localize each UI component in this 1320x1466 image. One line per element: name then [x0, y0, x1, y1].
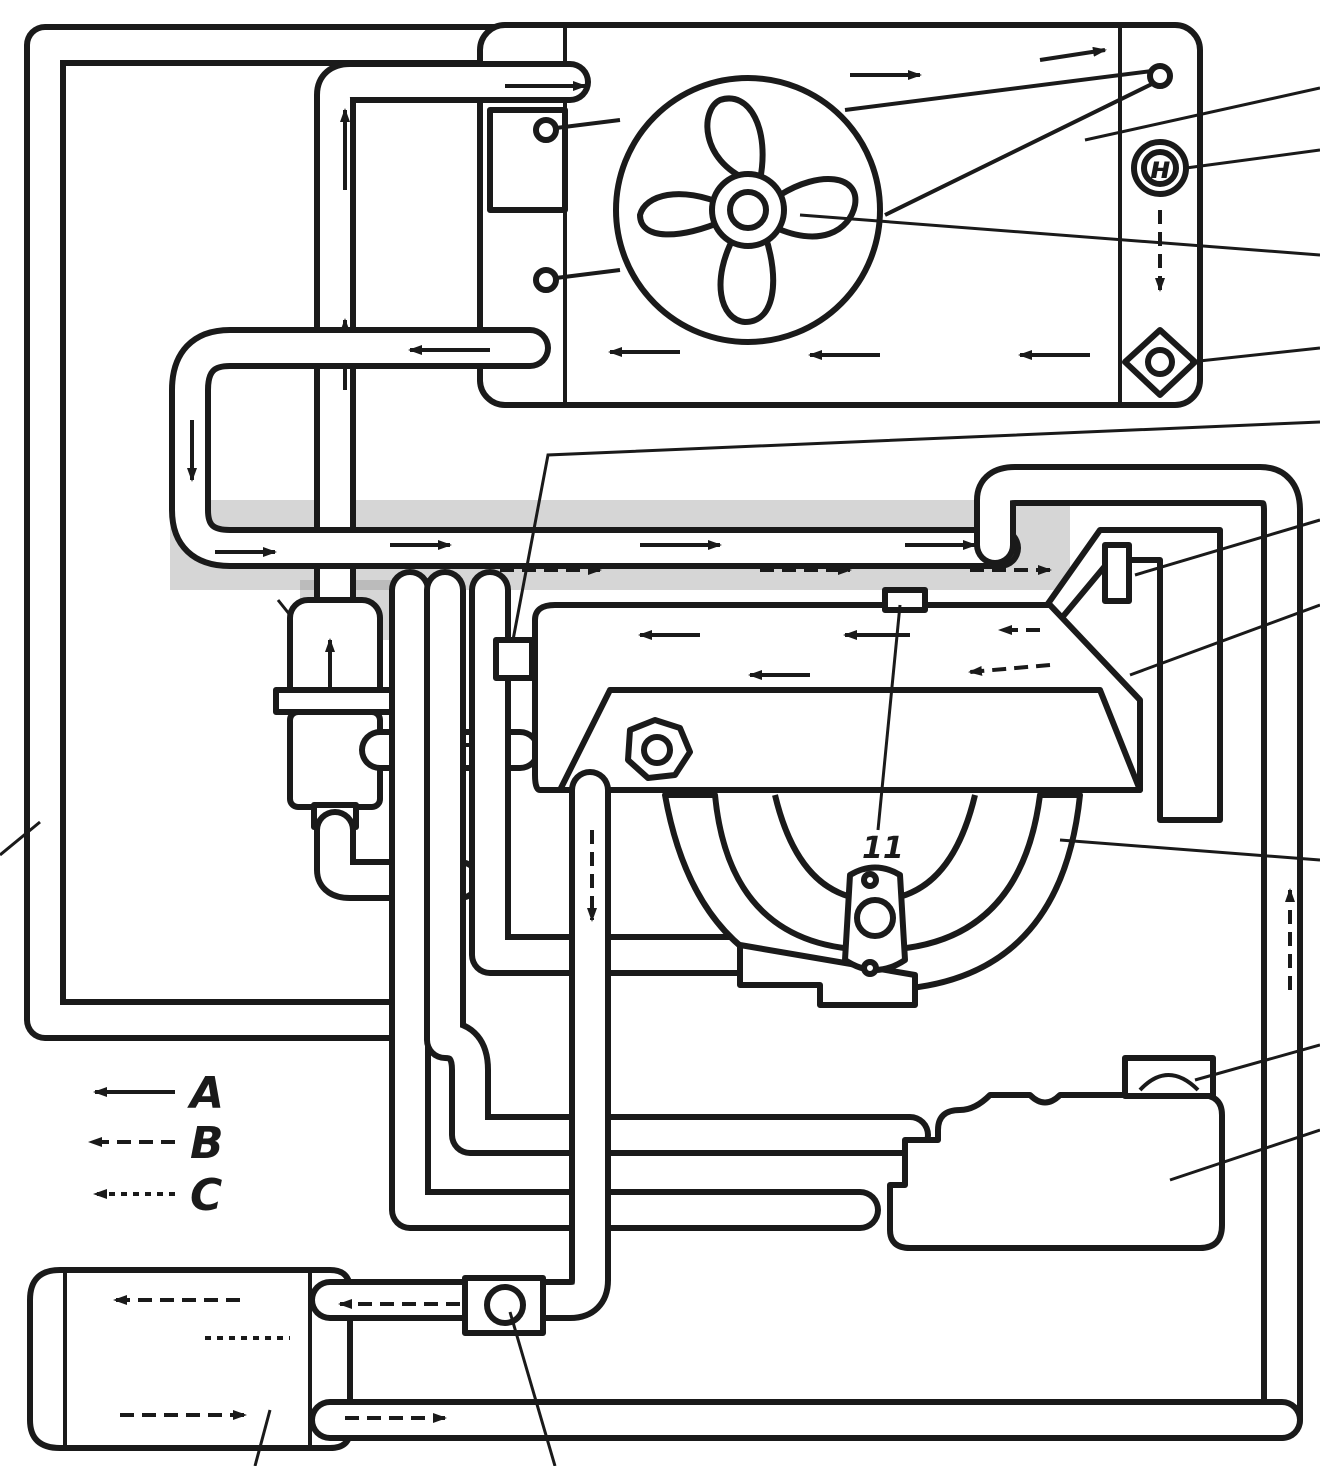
- legend-label-a: A: [187, 1068, 224, 1119]
- heater-valve: [462, 1275, 546, 1336]
- radiator-drain-tap: [1122, 327, 1198, 398]
- outer-bypass-loop: [24, 24, 521, 1041]
- legend-label-c: C: [190, 1170, 222, 1221]
- radiator-cap: н: [1131, 139, 1189, 197]
- callout-11: 11: [862, 831, 904, 866]
- heater-feed-pipe: [519, 769, 611, 1321]
- radiator-outlet-pipe: [169, 327, 1021, 569]
- heater-pipes: [309, 1279, 1303, 1441]
- expansion-tank: [887, 1055, 1225, 1251]
- intake-manifold: 11: [662, 604, 1083, 1008]
- engine-block: [493, 527, 1223, 823]
- cap-letter: н: [1150, 151, 1171, 186]
- legend-item-c: C: [93, 1170, 222, 1221]
- legend: A B C: [88, 1068, 224, 1221]
- heater-core: [27, 1267, 353, 1451]
- leader-lines: [0, 86, 1320, 1466]
- fan: [613, 75, 883, 345]
- radiator-flow-arrows: [608, 46, 1165, 360]
- legend-label-b: B: [190, 1118, 224, 1169]
- vertical-return-pipes: [389, 569, 931, 1231]
- radiator-inlet-pipe: [314, 61, 591, 661]
- engine-supply-line: [390, 540, 1052, 575]
- legend-item-a: A: [93, 1068, 224, 1119]
- legend-item-b: B: [88, 1118, 224, 1169]
- thermostat: [273, 597, 397, 830]
- fan-belt: [844, 63, 1173, 217]
- head-outlet-pipe: [974, 464, 1303, 1441]
